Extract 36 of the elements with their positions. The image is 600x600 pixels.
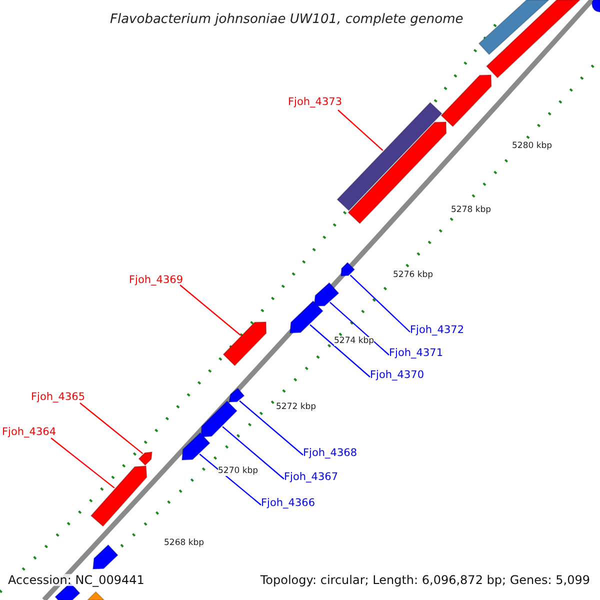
gene-label: Fjoh_4373: [288, 97, 342, 108]
position-label: 5274 kbp: [334, 337, 374, 346]
gene-feature: [228, 388, 245, 403]
gene-feature: [222, 322, 267, 366]
gene-label: Fjoh_4368: [303, 448, 358, 458]
gene-feature: [87, 591, 106, 600]
gene-label: Fjoh_4366: [261, 498, 316, 508]
gene-feature: [313, 282, 340, 306]
gene-label: Fjoh_4369: [129, 275, 184, 286]
position-label: 5278 kbp: [451, 206, 492, 214]
accession-text: Accession: NC_009441: [8, 574, 144, 586]
position-label: 5272 kbp: [276, 403, 316, 412]
gene-feature: [478, 0, 550, 56]
gene-feature: [486, 0, 582, 78]
gene-feature: [138, 451, 153, 466]
gene-label: Fjoh_4367: [284, 472, 338, 482]
gene-feature: [181, 432, 210, 461]
gene-feature: [340, 262, 356, 277]
title: Flavobacterium johnsoniae UW101, complete genome: [110, 11, 464, 29]
genome-summary: Topology: circular; Length: 6,096,872 bp; Genes: 5,099: [260, 574, 590, 586]
gene-feature: [90, 465, 148, 527]
gene-feature: [440, 74, 492, 128]
position-label: 5268 kbp: [164, 539, 204, 548]
position-label: 5276 kbp: [393, 271, 434, 280]
gene-feature: [92, 544, 118, 570]
gene-label: Fjoh_4370: [370, 370, 424, 380]
gene-feature: [200, 400, 238, 438]
gene-label: Fjoh_4372: [410, 325, 464, 336]
gene-feature: [348, 122, 447, 224]
gene-feature: [289, 300, 324, 334]
gene-label: Fjoh_4364: [2, 427, 56, 438]
position-label: 5280 kbp: [512, 142, 552, 150]
gene-label: Fjoh_4371: [389, 348, 444, 358]
position-label: 5270 kbp: [218, 467, 258, 476]
gene-label: Fjoh_4365: [31, 392, 86, 402]
gene-feature: [592, 0, 600, 12]
